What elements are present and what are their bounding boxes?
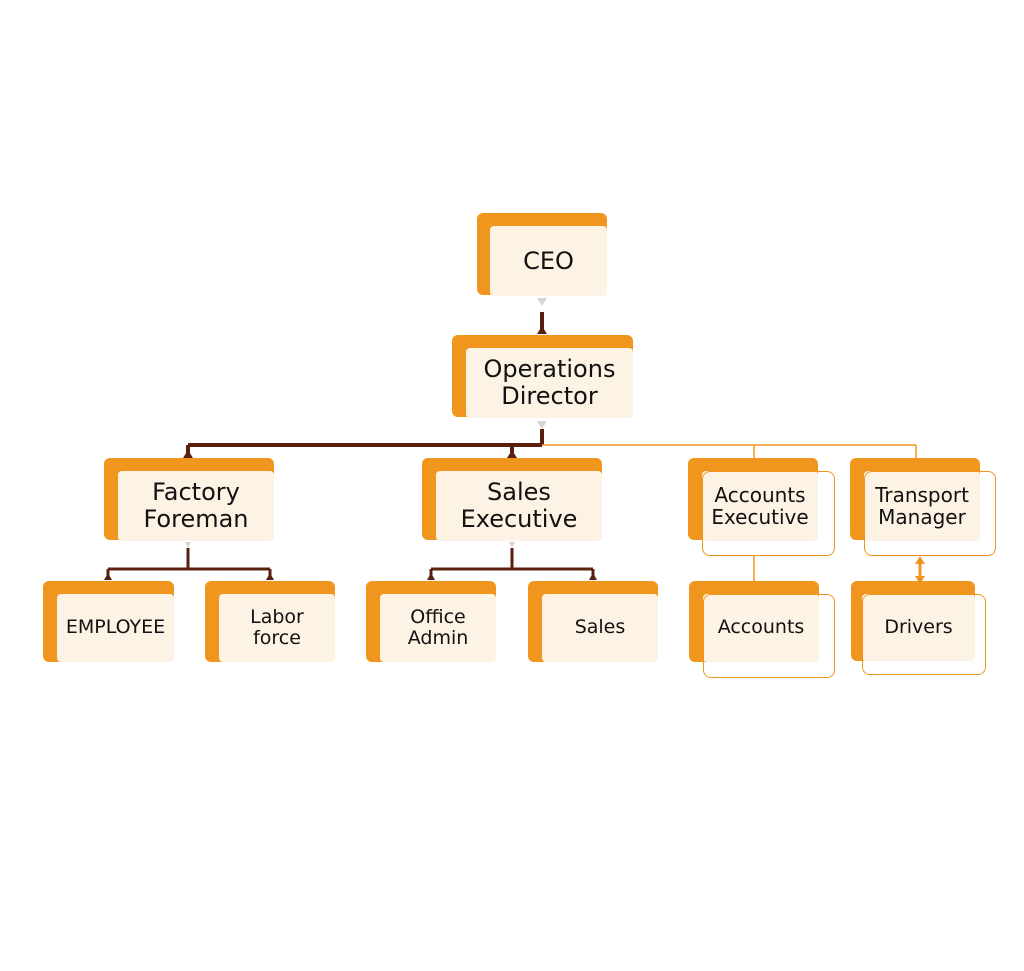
node-sales-label: Sales bbox=[542, 594, 658, 662]
node-operations-director-label: Operations Director bbox=[466, 348, 633, 418]
node-transport-manager-label: Transport Manager bbox=[864, 471, 980, 541]
node-outline bbox=[862, 594, 986, 675]
connector-tip bbox=[537, 298, 547, 306]
double-arrow-down bbox=[915, 576, 925, 584]
node-factory-foreman-label: Factory Foreman bbox=[118, 471, 274, 541]
connector-tip bbox=[509, 542, 515, 548]
connector-arrowhead bbox=[589, 573, 597, 580]
connector-arrowhead bbox=[427, 573, 435, 580]
connector-arrowhead bbox=[507, 450, 517, 458]
double-arrow-up bbox=[915, 556, 925, 564]
connector-arrowhead bbox=[104, 573, 112, 580]
node-outline bbox=[864, 471, 996, 556]
connector-arrowhead bbox=[183, 450, 193, 458]
node-sales-executive-label: Sales Executive bbox=[436, 471, 602, 541]
node-labor-force-label: Labor force bbox=[219, 594, 335, 662]
connector-arrowhead bbox=[537, 326, 547, 334]
node-ceo-label: CEO bbox=[490, 226, 607, 296]
connector-arrowhead bbox=[266, 573, 274, 580]
node-accounts-executive-label: Accounts Executive bbox=[702, 471, 818, 541]
node-outline bbox=[703, 594, 835, 678]
node-outline bbox=[702, 471, 835, 556]
node-office-admin-label: Office Admin bbox=[380, 594, 496, 662]
node-employee-label: EMPLOYEE bbox=[57, 594, 174, 662]
connector-tip bbox=[185, 542, 191, 548]
node-accounts-label: Accounts bbox=[703, 594, 819, 662]
node-drivers-label: Drivers bbox=[862, 594, 975, 661]
connector-tip bbox=[537, 421, 547, 429]
